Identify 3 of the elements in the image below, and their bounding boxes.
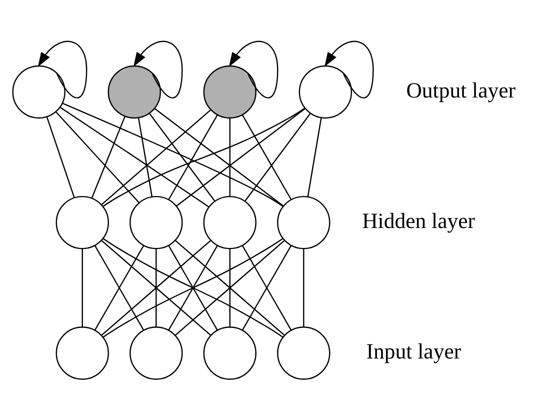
label: Output layer [406, 78, 516, 102]
label: Hidden layer [362, 208, 476, 233]
label: Input layer [366, 339, 462, 364]
